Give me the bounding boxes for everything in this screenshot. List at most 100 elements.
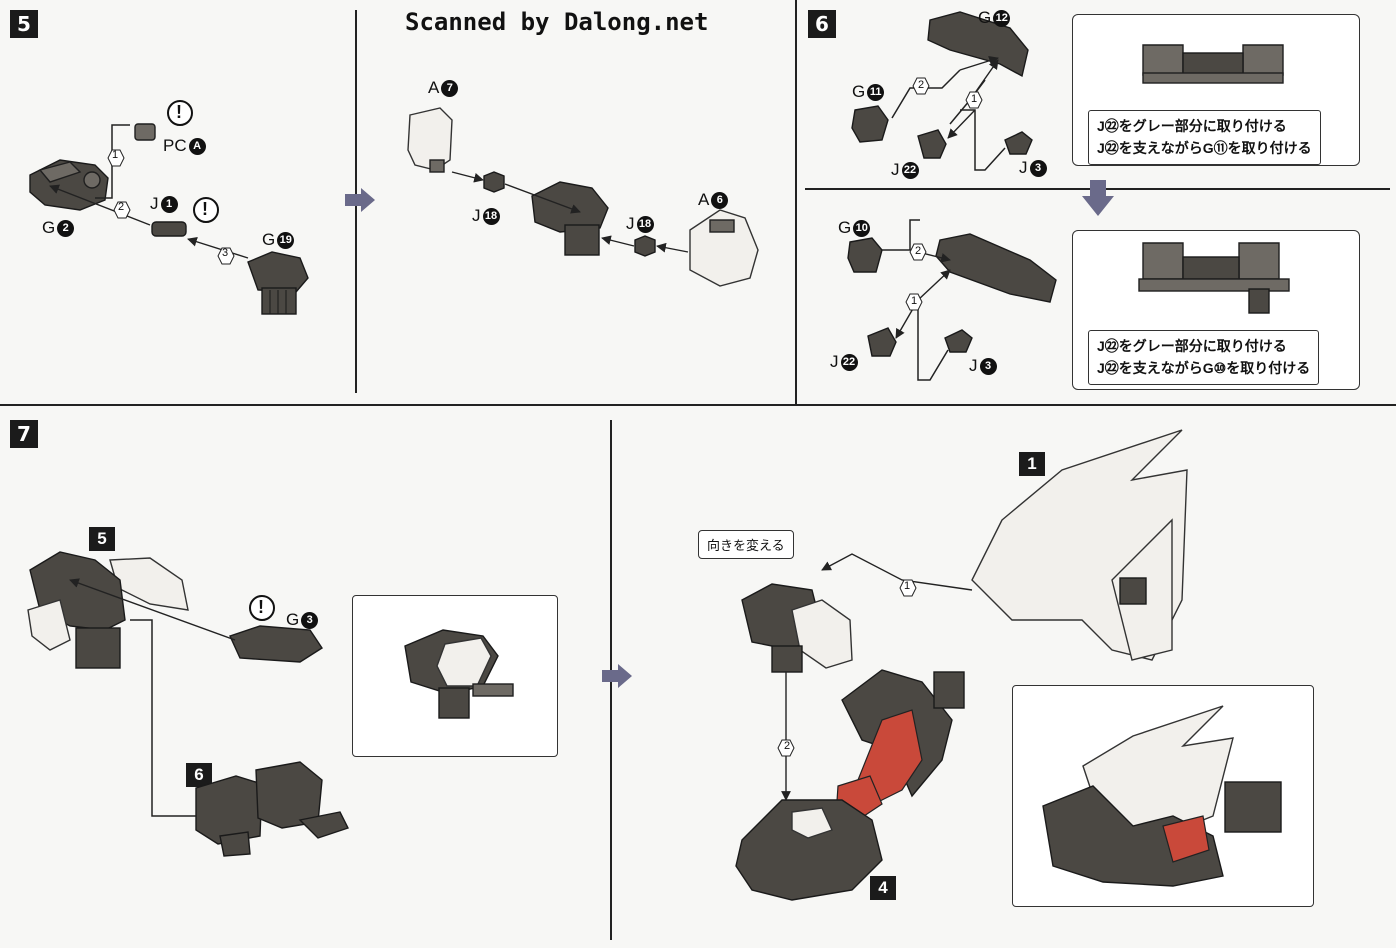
down-arrow-step6 bbox=[1082, 180, 1114, 216]
step7-ref-4: 4 bbox=[870, 876, 896, 900]
part-small-assembly-drawing bbox=[741, 583, 853, 673]
note-step6-top: J㉒をグレー部分に取り付ける J㉒を支えながらG⑪を取り付ける bbox=[1088, 110, 1321, 165]
step7-ref-5: 5 bbox=[89, 527, 115, 551]
label-j18b-letter: J bbox=[626, 214, 635, 233]
callout-step7-right-drawing bbox=[1042, 705, 1282, 887]
label-seq-2: 2 bbox=[118, 201, 125, 213]
label-seq7-1: 1 bbox=[904, 580, 911, 592]
part-j3b-drawing bbox=[944, 329, 973, 353]
label-g3-num: 3 bbox=[301, 611, 319, 629]
label-a7-letter: A bbox=[428, 78, 440, 97]
next-arrow-step5 bbox=[345, 188, 375, 212]
note-step6-top-line2: J㉒を支えながらG⑪を取り付ける bbox=[1097, 140, 1312, 157]
note-step6-bottom-line2: J㉒を支えながらG⑩を取り付ける bbox=[1097, 360, 1311, 377]
label-g2: G 2 bbox=[42, 218, 75, 238]
label-seq6-2b: 2 bbox=[915, 245, 922, 257]
label-g12-num: 12 bbox=[993, 9, 1011, 27]
label-j3a: J 3 bbox=[1019, 158, 1047, 178]
part-j18a-drawing bbox=[483, 171, 505, 193]
label-j18b-num: 18 bbox=[636, 215, 654, 233]
label-g19: G 19 bbox=[262, 230, 295, 250]
part-pca-drawing bbox=[134, 123, 156, 141]
part-body-4-drawing bbox=[735, 669, 965, 901]
callout-step7-left-drawing bbox=[404, 629, 514, 719]
label-g12-letter: G bbox=[978, 8, 992, 27]
label-a7: A 7 bbox=[428, 78, 459, 98]
label-warn-j1: ! bbox=[202, 199, 208, 219]
label-seq7-2: 2 bbox=[784, 740, 791, 752]
label-seq6-1b: 1 bbox=[911, 295, 918, 307]
part-assembly-6-drawing bbox=[195, 761, 349, 857]
part-g10-drawing bbox=[847, 237, 883, 273]
label-j3a-num: 3 bbox=[1029, 159, 1047, 177]
label-seq6-2a: 2 bbox=[918, 79, 925, 91]
label-j22b-num: 22 bbox=[840, 353, 858, 371]
label-a6-letter: A bbox=[698, 190, 710, 209]
part-g3-drawing bbox=[229, 625, 323, 663]
label-seq-3: 3 bbox=[222, 247, 229, 259]
label-g2-num: 2 bbox=[57, 219, 75, 237]
label-pca-letter: PC bbox=[163, 136, 187, 155]
part-j18b-drawing bbox=[634, 235, 656, 257]
part-head-1-drawing bbox=[971, 429, 1188, 661]
label-a7-num: 7 bbox=[441, 79, 459, 97]
label-g11-num: 11 bbox=[867, 83, 885, 101]
part-g11-drawing bbox=[851, 105, 889, 143]
callout-box-step7-right bbox=[1012, 685, 1314, 907]
callout-bottom-drawing bbox=[1138, 242, 1290, 314]
label-j22b: J 22 bbox=[830, 352, 858, 372]
callout-box-step7-left bbox=[352, 595, 558, 757]
label-j22a: J 22 bbox=[891, 160, 919, 180]
step5-right-diagram bbox=[407, 107, 759, 287]
callout-top-drawing bbox=[1142, 44, 1284, 84]
label-j22a-num: 22 bbox=[901, 161, 919, 179]
watermark-text: Scanned by Dalong.net bbox=[405, 8, 709, 36]
label-j22a-letter: J bbox=[891, 160, 900, 179]
label-j18a: J 18 bbox=[472, 206, 500, 226]
label-g12: G 12 bbox=[978, 8, 1011, 28]
next-arrow-step7 bbox=[602, 664, 632, 688]
label-seq-1: 1 bbox=[112, 149, 119, 161]
part-g19-drawing bbox=[247, 251, 309, 315]
label-j1-letter: J bbox=[150, 194, 159, 213]
label-j22b-letter: J bbox=[830, 352, 839, 371]
label-a6-num: 6 bbox=[711, 191, 729, 209]
label-j18a-letter: J bbox=[472, 206, 481, 225]
label-warn-g3: ! bbox=[258, 597, 264, 617]
label-g3-letter: G bbox=[286, 610, 300, 629]
part-j3a-drawing bbox=[1004, 131, 1033, 155]
label-j3b-num: 3 bbox=[979, 357, 997, 375]
step6-top-diagram bbox=[851, 11, 1033, 171]
label-j1: J 1 bbox=[150, 194, 178, 214]
label-g10: G 10 bbox=[838, 218, 871, 238]
part-g12-drawing bbox=[927, 11, 1029, 78]
part-g2-drawing bbox=[29, 159, 109, 211]
label-pca-num: A bbox=[188, 137, 206, 155]
label-j1-num: 1 bbox=[160, 195, 178, 213]
label-pca: PC A bbox=[163, 136, 206, 156]
step-number-7: 7 bbox=[10, 420, 38, 448]
label-g10-letter: G bbox=[838, 218, 852, 237]
part-j22a-drawing bbox=[917, 129, 947, 159]
label-g19-num: 19 bbox=[277, 231, 295, 249]
label-j18b: J 18 bbox=[626, 214, 654, 234]
label-warn-pca: ! bbox=[176, 102, 182, 122]
step5-left-diagram bbox=[29, 100, 309, 315]
label-a6: A 6 bbox=[698, 190, 729, 210]
label-j3b-letter: J bbox=[969, 356, 978, 375]
step-number-5: 5 bbox=[10, 10, 38, 38]
divider-step6-vertical bbox=[795, 0, 797, 405]
step7-ref-1: 1 bbox=[1019, 452, 1045, 476]
step6-bottom-diagram bbox=[847, 219, 1057, 381]
label-seq6-1a: 1 bbox=[971, 93, 978, 105]
label-g3: G 3 bbox=[286, 610, 319, 630]
part-assembly-5-drawing bbox=[27, 551, 189, 669]
note-step6-bottom-line1: J㉒をグレー部分に取り付ける bbox=[1097, 338, 1287, 354]
divider-horizontal-main bbox=[0, 404, 1396, 406]
part-main-bottom-drawing bbox=[935, 233, 1057, 303]
part-j22b-drawing bbox=[867, 327, 897, 357]
part-center-drawing bbox=[531, 181, 609, 256]
label-g19-letter: G bbox=[262, 230, 276, 249]
label-g11-letter: G bbox=[852, 82, 866, 101]
step7-left-diagram bbox=[27, 551, 349, 857]
